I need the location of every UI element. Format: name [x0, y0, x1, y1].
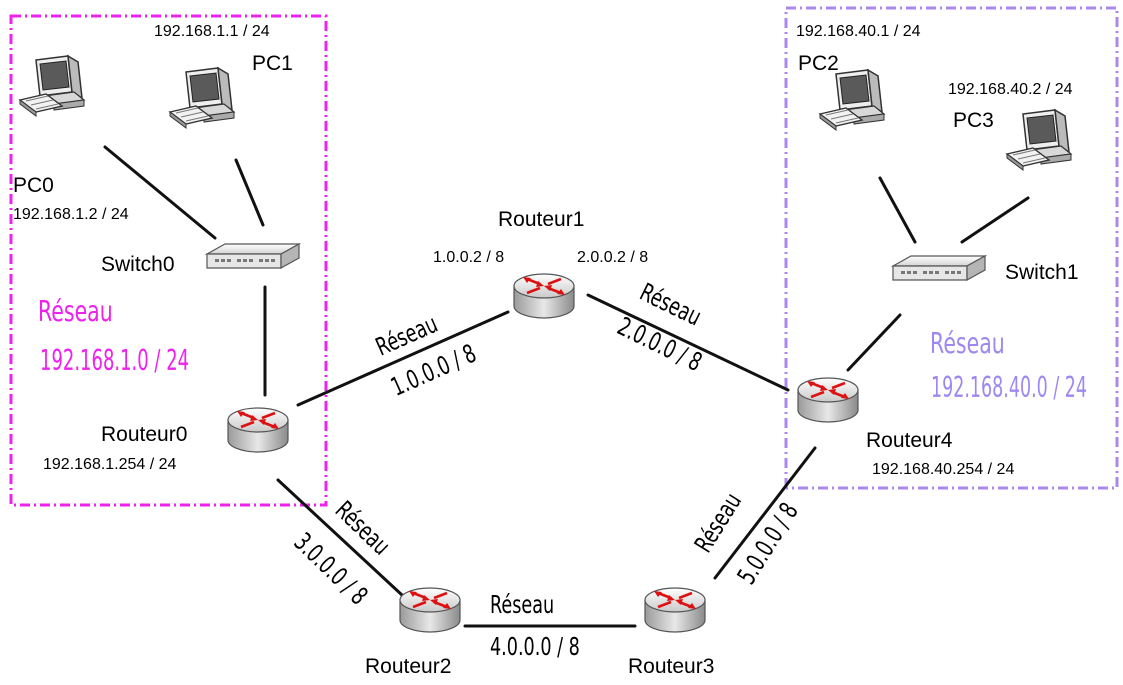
routeur1-router-icon[interactable]: [512, 272, 576, 320]
pc3-ip-label: 192.168.40.2 / 24: [948, 81, 1073, 98]
lan-zone-left: [9, 14, 328, 507]
net4-address-label: 4.0.0.0 / 8: [490, 633, 580, 662]
pc0-desktop-computer-icon[interactable]: [19, 55, 85, 117]
pc1-desktop-computer-icon[interactable]: [169, 67, 235, 129]
pc0-name-label: PC0: [13, 174, 54, 197]
lan-zone-right: [784, 6, 1119, 490]
links: [103, 145, 1030, 628]
link-routeur0-routeur1: [296, 310, 510, 407]
routeur3-router-icon[interactable]: [643, 586, 707, 634]
pc2-desktop-computer-icon[interactable]: [819, 69, 885, 131]
routeur4-name-label: Routeur4: [866, 429, 953, 452]
routeur4-ip-label: 192.168.40.254 / 24: [872, 461, 1014, 478]
link-routeur1-routeur4: [586, 293, 790, 392]
link-pc0-switch0: [103, 145, 217, 240]
pc3-desktop-computer-icon[interactable]: [1006, 109, 1072, 171]
link-pc3-switch1: [960, 196, 1030, 244]
routeur0-ip-label: 192.168.1.254 / 24: [43, 456, 177, 473]
link-routeur3-routeur4: [713, 446, 817, 580]
link-switch1-routeur4: [846, 313, 902, 372]
routeur4-router-icon[interactable]: [796, 376, 860, 424]
link-pc1-switch0: [234, 158, 265, 227]
switch0-name-label: Switch0: [101, 253, 175, 276]
pc2-ip-label: 192.168.40.1 / 24: [796, 23, 921, 40]
pc1-ip-label: 192.168.1.1 / 24: [154, 23, 270, 40]
switch0-network-switch-icon[interactable]: [206, 243, 300, 269]
zone-right-network-address: 192.168.40.0 / 24: [931, 370, 1087, 404]
link-routeur0-routeur2: [276, 478, 404, 597]
routeur1-name-label: Routeur1: [498, 208, 584, 231]
switch1-name-label: Switch1: [1005, 261, 1079, 284]
routeur2-name-label: Routeur2: [365, 655, 451, 678]
zone-right-network-word: Réseau: [930, 327, 1005, 360]
zone-left-network-address: 192.168.1.0 / 24: [40, 344, 189, 378]
switch1-network-switch-icon[interactable]: [892, 255, 986, 281]
net3-word-label: Réseau: [329, 496, 395, 561]
net5-address-label: 5.0.0.0 / 8: [732, 498, 804, 590]
pc2-name-label: PC2: [798, 52, 839, 75]
routeur0-name-label: Routeur0: [101, 423, 187, 446]
net4-word-label: Réseau: [490, 591, 554, 620]
zone-left-network-word: Réseau: [38, 295, 113, 328]
net1-word-label: Réseau: [372, 310, 442, 362]
routeur0-router-icon[interactable]: [226, 406, 290, 454]
link-pc2-switch1: [878, 176, 917, 244]
pc0-ip-label: 192.168.1.2 / 24: [13, 206, 129, 223]
pc1-name-label: PC1: [252, 52, 293, 75]
routeur3-name-label: Routeur3: [628, 655, 714, 678]
routeur2-router-icon[interactable]: [398, 586, 462, 634]
routeur1-ip-left-label: 1.0.0.2 / 8: [433, 249, 504, 266]
routeur1-ip-right-label: 2.0.0.2 / 8: [577, 249, 648, 266]
pc3-name-label: PC3: [953, 109, 994, 132]
